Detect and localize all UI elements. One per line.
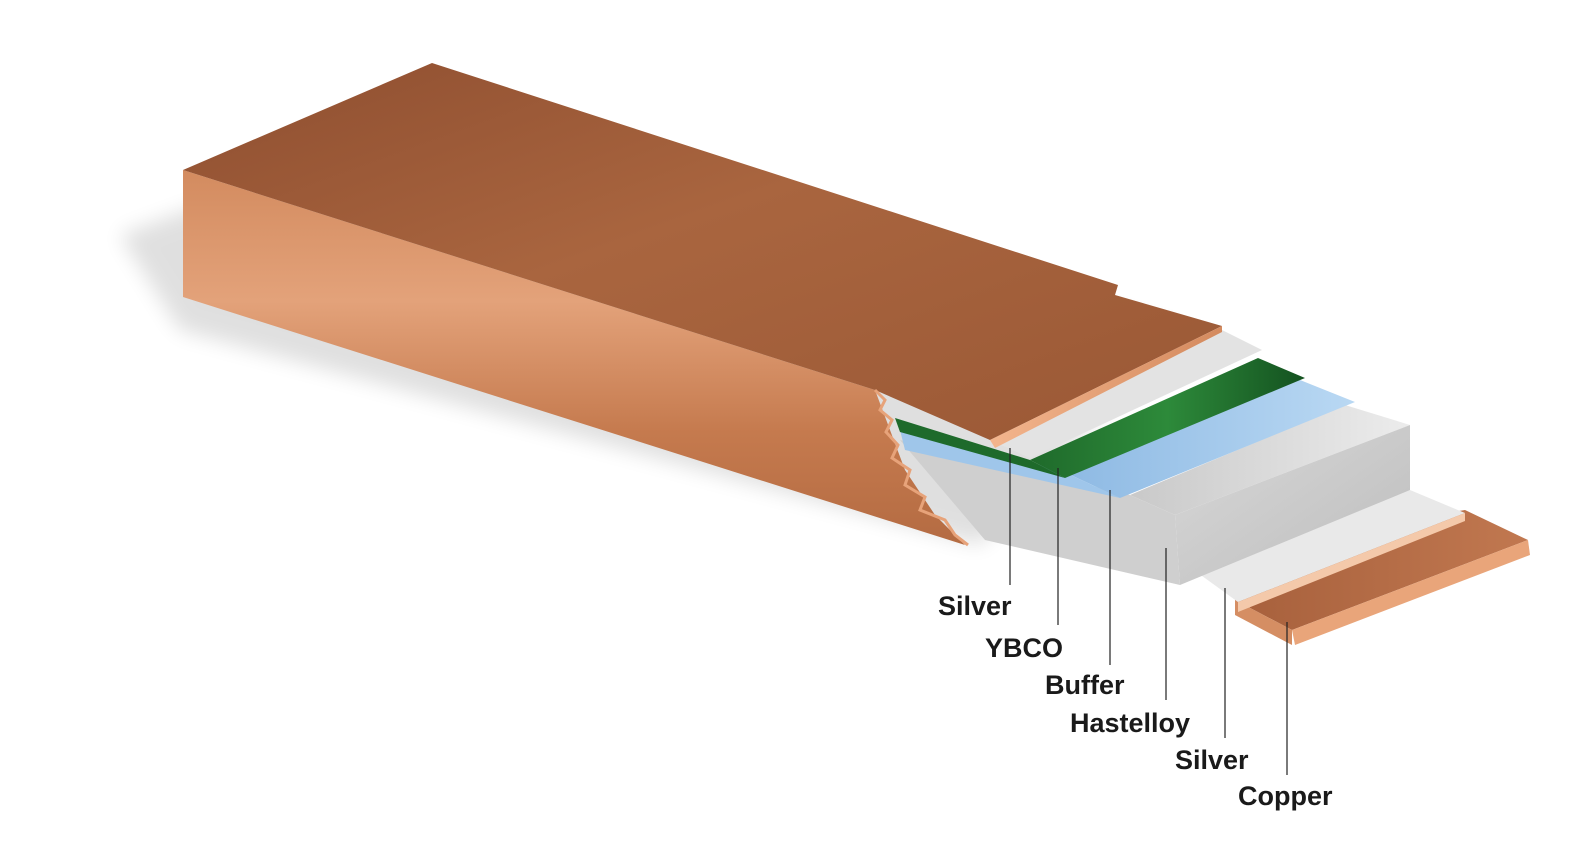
label-hastelloy: Hastelloy (1070, 708, 1190, 738)
label-ybco: YBCO (985, 633, 1063, 663)
top-silver-layer (990, 330, 1262, 458)
main-copper-block (183, 63, 1222, 547)
label-silver-top: Silver (938, 591, 1012, 621)
bottom-silver-layer (1180, 490, 1465, 612)
label-copper: Copper (1238, 781, 1333, 811)
leader-lines (1009, 448, 1288, 775)
label-buffer: Buffer (1045, 670, 1125, 700)
ybco-layer (895, 358, 1305, 478)
label-silver-bottom: Silver (1175, 745, 1249, 775)
layer-labels: Silver YBCO Buffer Hastelloy Silver Copp… (938, 591, 1333, 811)
